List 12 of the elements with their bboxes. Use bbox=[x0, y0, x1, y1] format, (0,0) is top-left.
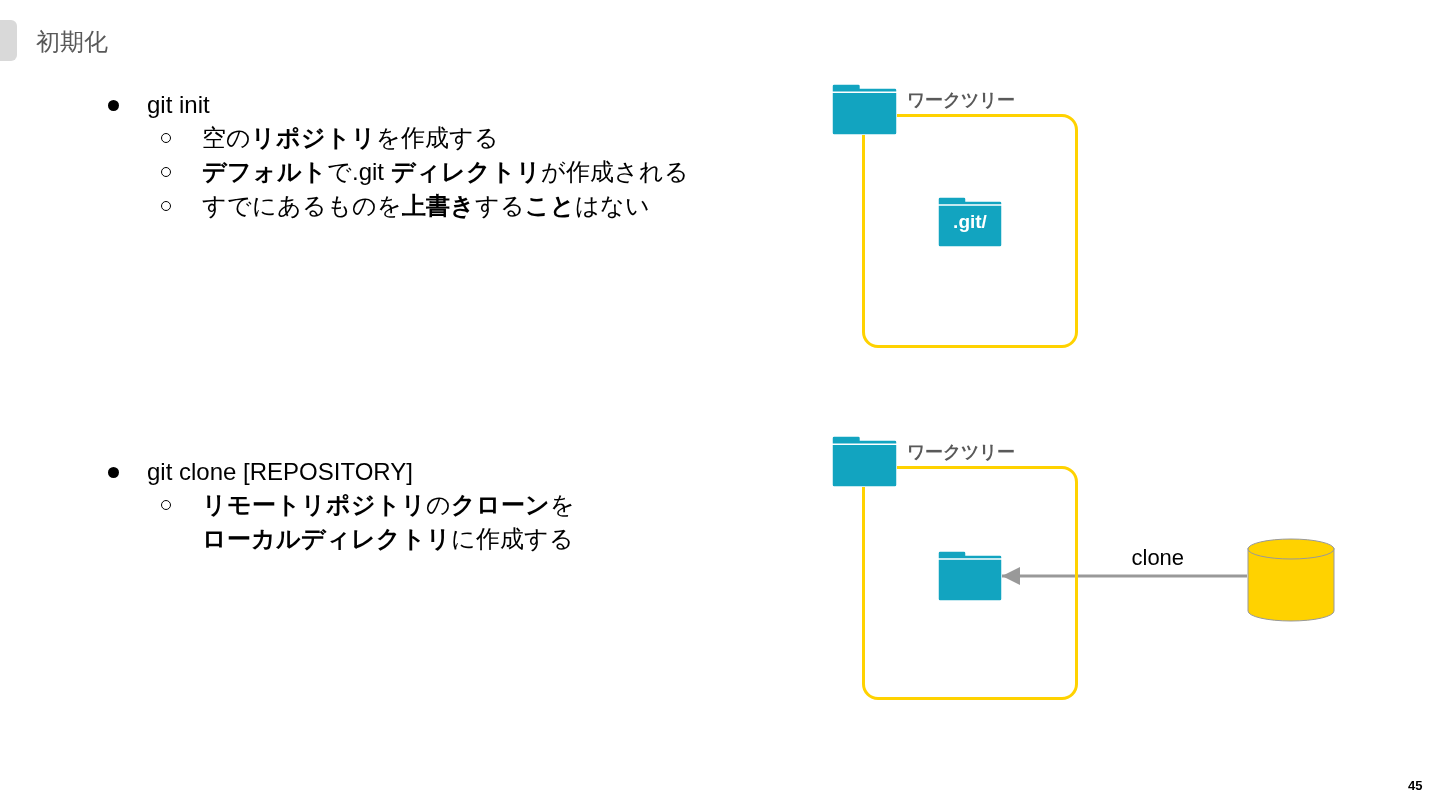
bullet-text: git clone [REPOSITORY] bbox=[147, 457, 413, 487]
bullet-text: すでにあるものを上書きすることはない bbox=[202, 191, 650, 221]
arrow bbox=[1002, 567, 1247, 585]
frame-heading: ワークツリー bbox=[907, 441, 1015, 464]
folder-label: .git/ bbox=[953, 211, 987, 233]
page-number: 45 bbox=[1408, 778, 1423, 794]
bullet-text: git init bbox=[147, 90, 210, 120]
bullet-text: リモートリポジトリのクローンをローカルディレクトリに作成する bbox=[202, 490, 576, 554]
slide-title: 初期化 bbox=[36, 27, 108, 57]
frame-heading: ワークツリー bbox=[907, 89, 1015, 112]
bullet-text: デフォルトで.git ディレクトリが作成される bbox=[202, 157, 689, 187]
bullet-text: 空のリポジトリを作成する bbox=[202, 123, 499, 153]
